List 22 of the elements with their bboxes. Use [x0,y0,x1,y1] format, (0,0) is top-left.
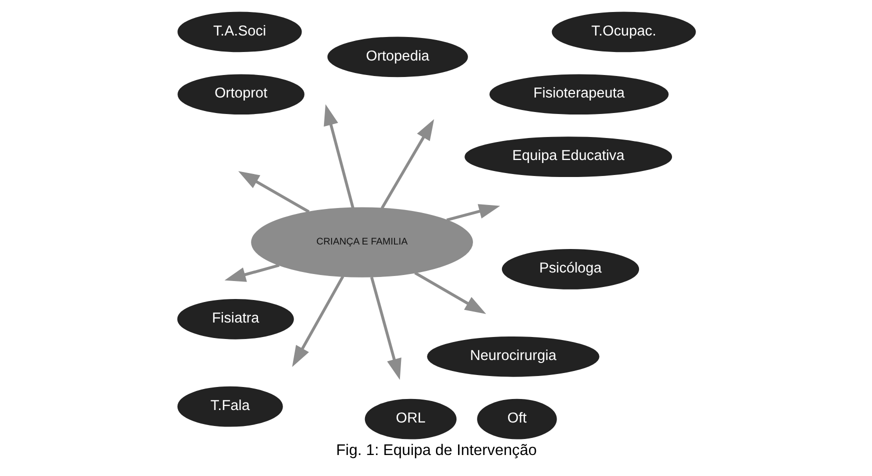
node-ellipse: Oft [476,398,556,440]
arrow [446,204,500,222]
node-ellipse: CRIANÇA E FAMILIA [250,207,472,278]
node-ellipse: T.A.Soci [177,12,302,52]
node-ellipse: Equipa Educativa [464,136,672,177]
node-ellipse: Fisioterapeuta [488,74,668,115]
arrow [380,119,434,209]
arrow [224,264,280,282]
node-ellipse: T.Ocupac. [551,12,696,52]
node-ellipse: Ortopedia [326,36,468,78]
node-ellipse: Fisiatra [176,299,294,340]
node-ellipse: Ortoprot [177,74,304,115]
arrow [370,276,401,380]
node-ellipse: Psicóloga [501,249,639,290]
node-ellipse: T.Fala [176,386,282,427]
node-ellipse: Neurocirurgia [426,336,599,377]
node-ellipse: ORL [364,398,456,440]
arrow [292,276,344,367]
arrow [238,171,310,213]
arrow [414,272,486,314]
caption: Fig. 1: Equipa de Intervenção [336,442,536,459]
arrow [323,104,354,208]
